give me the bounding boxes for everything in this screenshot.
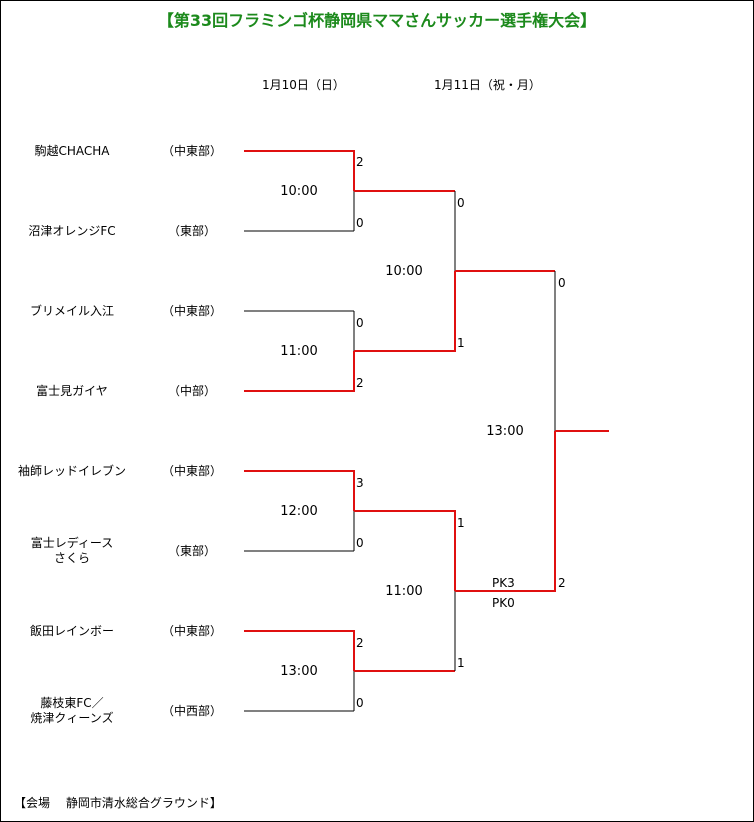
match-score: 2 — [356, 155, 364, 169]
date-day2: 1月11日（祝・月） — [434, 78, 541, 92]
match-score: 1 — [457, 656, 465, 670]
team-name: ブリメイル入江 — [29, 304, 114, 318]
team-region: （中部） — [167, 384, 216, 398]
team-name: 駒越CHACHA — [34, 144, 110, 158]
team-region: （中西部） — [161, 704, 222, 718]
venue-label: 【会場 静岡市清水総合グラウンド】 — [14, 796, 222, 810]
match-time: 11:00 — [280, 344, 318, 359]
team-region: （中東部） — [161, 624, 222, 638]
match-score: 0 — [356, 536, 364, 550]
team-name: 袖師レッドイレブン — [17, 464, 126, 478]
team-region: （中東部） — [161, 464, 222, 478]
date-day1: 1月10日（日） — [262, 78, 345, 92]
match-score: 1 — [457, 516, 465, 530]
match-score: 0 — [356, 216, 364, 230]
match-score: 1 — [457, 336, 465, 350]
team-region: （東部） — [167, 544, 216, 558]
match-score: 2 — [558, 576, 566, 590]
match-score: 0 — [356, 696, 364, 710]
match-score: 3 — [356, 476, 364, 490]
match-score: 0 — [356, 316, 364, 330]
match-time: 12:00 — [280, 504, 318, 519]
match-score: 2 — [356, 636, 364, 650]
match-time: 13:00 — [280, 664, 318, 679]
final-time: 13:00 — [486, 424, 524, 439]
team-region: （中東部） — [161, 144, 222, 158]
team-region: （東部） — [167, 224, 216, 238]
tournament-title: 【第33回フラミンゴ杯静岡県ママさんサッカー選手権大会】 — [157, 11, 597, 30]
match-score: 0 — [558, 276, 566, 290]
team-name: 藤枝東FC／ 焼津クィーンズ — [30, 696, 114, 725]
match-time: 10:00 — [385, 264, 423, 279]
pk-score: PK0 — [492, 596, 515, 610]
match-time: 10:00 — [280, 184, 318, 199]
team-name: 飯田レインボー — [29, 624, 114, 638]
pk-score: PK3 — [492, 576, 515, 590]
team-name: 富士レディース さくら — [30, 536, 114, 565]
team-region: （中東部） — [161, 304, 222, 318]
match-score: 0 — [457, 196, 465, 210]
match-time: 11:00 — [385, 584, 423, 599]
team-name: 富士見ガイヤ — [36, 384, 108, 398]
team-name: 沼津オレンジFC — [28, 224, 116, 238]
match-score: 2 — [356, 376, 364, 390]
